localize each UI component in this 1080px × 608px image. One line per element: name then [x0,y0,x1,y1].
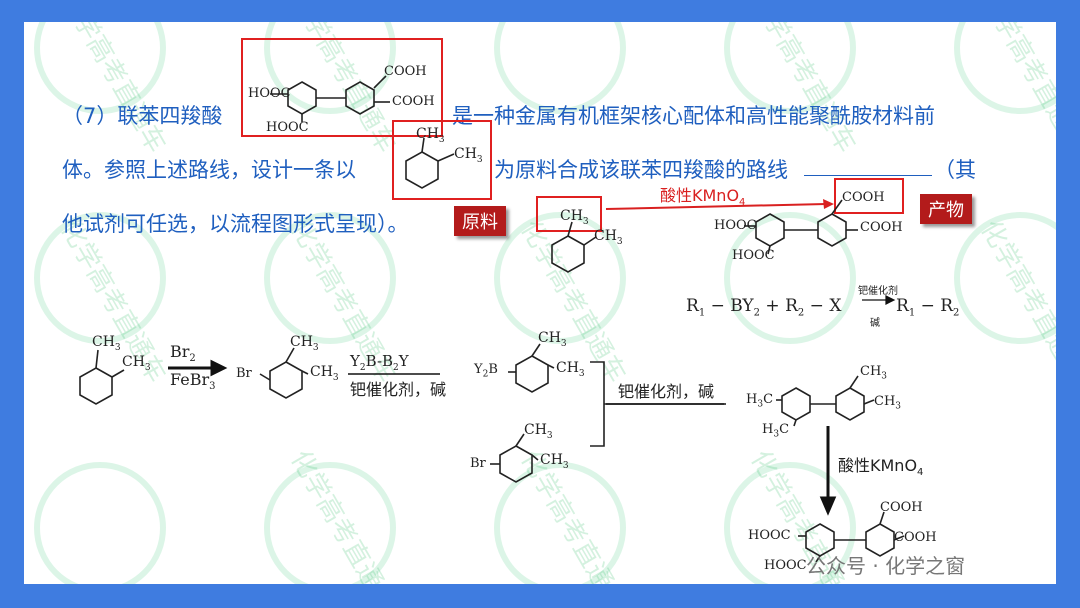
label-br: Br [236,366,252,381]
question-line3: 他试剂可任选，以流程图形式呈现）。 [62,212,409,236]
tmb-ring-left [781,387,811,421]
label-cooh: COOH [384,64,427,79]
label-cooh: COOH [860,220,903,235]
question-line2-suffix: 为原料合成该联苯四羧酸的路线 [494,158,788,182]
label-ch3: CH3 [310,364,339,383]
label-ch3: CH3 [524,422,553,441]
reagent2-bottom: 钯催化剂，碱 [350,380,447,399]
reaction-rule-product: R1 − R2 [896,296,960,319]
question-line2-prefix: 体。参照上述路线，设计一条以 [62,158,356,182]
label-ch3: CH3 [540,452,569,471]
raw-material-tag: 原料 [454,206,506,236]
product-tag: 产物 [920,194,972,224]
label-hooc: HOOC [764,558,807,573]
label-ch3: CH3 [454,146,483,165]
watermark-circle [34,212,166,344]
synthesis-scheme [79,75,905,563]
reagent2-top: Y2B-B2Y [350,352,409,373]
bromoxylene-ring-1 [269,361,303,399]
label-ch3: CH3 [556,360,585,379]
watermark-circle [724,462,856,584]
tmb-ring-right [835,387,865,421]
watermark-circle [724,212,856,344]
question-line2-end: （其 [934,158,976,182]
reagent1-top: Br2 [170,342,196,365]
slide: 化学高考直通车 化学高考直通车 化学高考直通车 化学高考直通车 化学高考直通车 … [24,22,1056,584]
label-ch3: CH3 [560,208,589,227]
target-ring-right [345,81,375,115]
watermark-circle [954,22,1056,114]
question-line1-suffix: 是一种金属有机框架核心配体和高性能聚酰胺材料前 [452,104,935,128]
target-ring-left [287,81,317,115]
watermark-circle [494,212,626,344]
label-y2b: Y2B [474,362,498,380]
reaction-rule-catalyst: 钯催化剂 [858,286,898,297]
bracket [590,361,605,447]
label-ch3: CH3 [416,126,445,145]
label-hooc: HOOC [266,120,309,135]
label-br: Br [470,456,486,471]
label-cooh: COOH [880,500,923,515]
answer-blank [804,175,932,176]
label-ch3: CH3 [92,334,121,353]
label-ch3: CH3 [874,394,902,412]
red-arrow [605,199,834,210]
reaction-rule-reactants: R1 − BY2 + R2 − X [686,296,842,319]
oxidant-label: 酸性KMnO4 [838,456,924,479]
product-ring-right [817,213,847,247]
xylene-ring-start [79,367,113,405]
coupling-conditions: 钯催化剂，碱 [618,382,715,401]
final-ring-right [865,523,895,557]
reaction-rule-base: 碱 [870,318,880,329]
xylene-ring-question [405,151,439,189]
watermark-circle [954,212,1056,344]
label-ch3: CH3 [860,364,888,382]
label-h3c: H3C [746,392,774,410]
highlight-target-box [241,38,443,137]
label-cooh: COOH [894,530,937,545]
watermark-circle [34,462,166,584]
xylene-ring-raw [551,235,585,273]
label-ch3: CH3 [594,228,623,247]
label-cooh: COOH [392,94,435,109]
reagent1-bottom: FeBr3 [170,370,216,393]
label-cooh: COOH [842,190,885,205]
label-ch3: CH3 [538,330,567,349]
label-hooc: HOOC [714,218,757,233]
footer-watermark: 公众号 · 化学之窗 [806,554,966,578]
highlight-cooh-box [834,178,904,214]
watermark-circle [494,462,626,584]
watermark-circle [264,212,396,344]
boronate-ring [515,355,549,393]
question-line1-prefix: （7）联苯四羧酸 [62,104,223,128]
bromoxylene-ring-2 [499,445,533,483]
product-ring-left [755,213,785,247]
label-hooc: HOOC [732,248,775,263]
red-oxidant-label: 酸性KMnO4 [660,186,746,209]
label-ch3: CH3 [290,334,319,353]
highlight-rawmaterial-box [392,120,492,200]
label-h3c: H3C [762,422,790,440]
watermark-circle [264,462,396,584]
label-hooc: HOOC [248,86,291,101]
label-hooc: HOOC [748,528,791,543]
label-ch3: CH3 [122,354,151,373]
